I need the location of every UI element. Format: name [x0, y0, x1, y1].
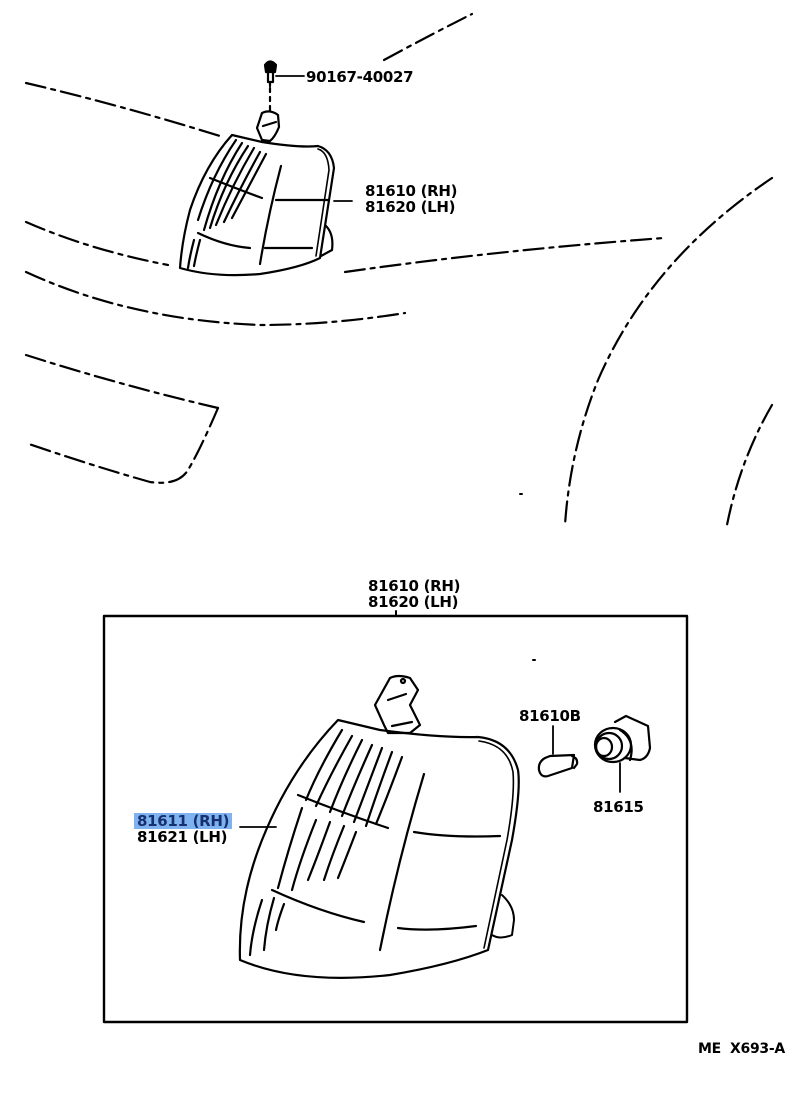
lens-rh-highlighted[interactable]: 81611 (RH) [134, 813, 233, 829]
diagram-ref-code: ME X693-A [698, 1041, 785, 1057]
lamp-assy-box-rh: 81610 (RH) [368, 577, 461, 595]
lens-lh: 81621 (LH) [137, 828, 228, 846]
callout-lamp-assy-box[interactable]: 81610 (RH) 81620 (LH) [368, 577, 461, 611]
top-lamp-drawing [178, 110, 353, 277]
callout-screw[interactable]: 90167-40027 [306, 68, 414, 86]
lamp-assy-lh: 81620 (LH) [365, 198, 456, 216]
lamp-assy-box-lh: 81620 (LH) [368, 593, 459, 611]
screw-part-number: 90167-40027 [306, 68, 414, 86]
callout-lens[interactable]: 81611 (RH) 81621 (LH) [134, 813, 233, 846]
bulb-part-number: 81610B [519, 707, 581, 725]
callout-bulb[interactable]: 81610B [519, 708, 581, 724]
lens-drawing [238, 674, 520, 979]
callout-socket[interactable]: 81615 [593, 799, 644, 815]
screw-icon [263, 60, 305, 114]
body-phantom-lines [24, 12, 774, 527]
socket-part-number: 81615 [593, 798, 644, 816]
socket-icon [593, 714, 652, 793]
callout-lamp-assy-top[interactable]: 81610 (RH) 81620 (LH) [365, 182, 458, 216]
lamp-assy-rh: 81610 (RH) [365, 182, 458, 200]
bulb-icon [537, 725, 579, 778]
